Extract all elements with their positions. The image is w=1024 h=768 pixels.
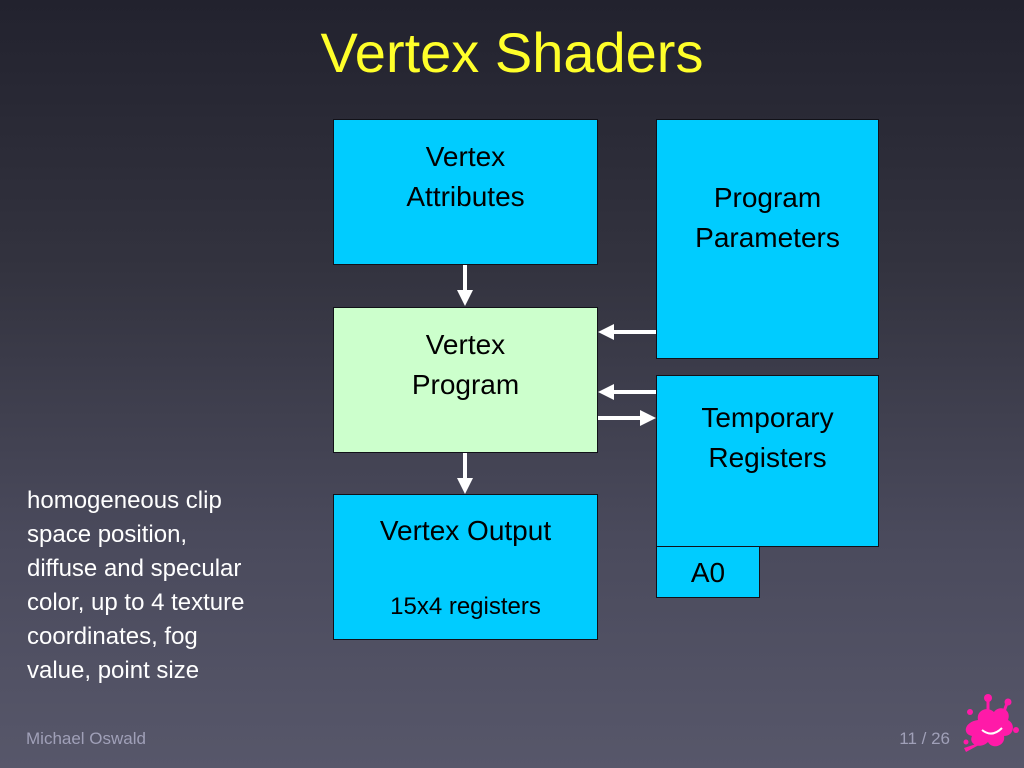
page-number: 11 / 26 <box>899 729 950 748</box>
footer-author: Michael Oswald <box>26 729 146 748</box>
vertex-attributes-line1: Vertex <box>425 141 506 172</box>
arrow-attributes-to-program <box>457 265 473 306</box>
output-description-line: diffuse and specular <box>27 555 242 582</box>
output-description-line: coordinates, fog <box>27 623 198 650</box>
output-description-line: homogeneous clip <box>27 487 222 514</box>
output-description: homogeneous clip space position, diffuse… <box>27 484 307 688</box>
temporary-registers-box: Temporary Registers <box>656 375 879 547</box>
output-description-line: space position, <box>27 521 188 548</box>
vertex-attributes-line2: Attributes <box>406 181 525 212</box>
a0-register-label: A0 <box>690 557 726 588</box>
a0-register-box: A0 <box>656 546 760 598</box>
slide-title: Vertex Shaders <box>320 21 704 84</box>
vertex-program-line1: Vertex <box>425 329 506 360</box>
arrow-program-to-output <box>457 453 473 494</box>
arrow-program-to-temporary <box>598 410 656 426</box>
vertex-output-registers: 15x4 registers <box>390 593 541 620</box>
vertex-output-box: Vertex Output 15x4 registers <box>333 494 598 640</box>
vertex-program-box: Vertex Program <box>333 307 598 453</box>
output-description-line: value, point size <box>27 657 200 684</box>
arrow-parameters-to-program <box>598 324 656 340</box>
output-description-line: color, up to 4 texture <box>27 589 245 616</box>
temporary-registers-line1: Temporary <box>701 402 834 433</box>
vertex-program-line2: Program <box>411 369 520 400</box>
arrow-temporary-to-program <box>598 384 656 400</box>
program-parameters-box: Program Parameters <box>656 119 879 359</box>
program-parameters-line1: Program <box>713 182 822 213</box>
splat-logo-icon <box>963 694 1019 752</box>
vertex-output-label: Vertex Output <box>379 515 552 546</box>
vertex-attributes-box: Vertex Attributes <box>333 119 598 265</box>
temporary-registers-line2: Registers <box>708 442 827 473</box>
program-parameters-line2: Parameters <box>695 222 840 253</box>
